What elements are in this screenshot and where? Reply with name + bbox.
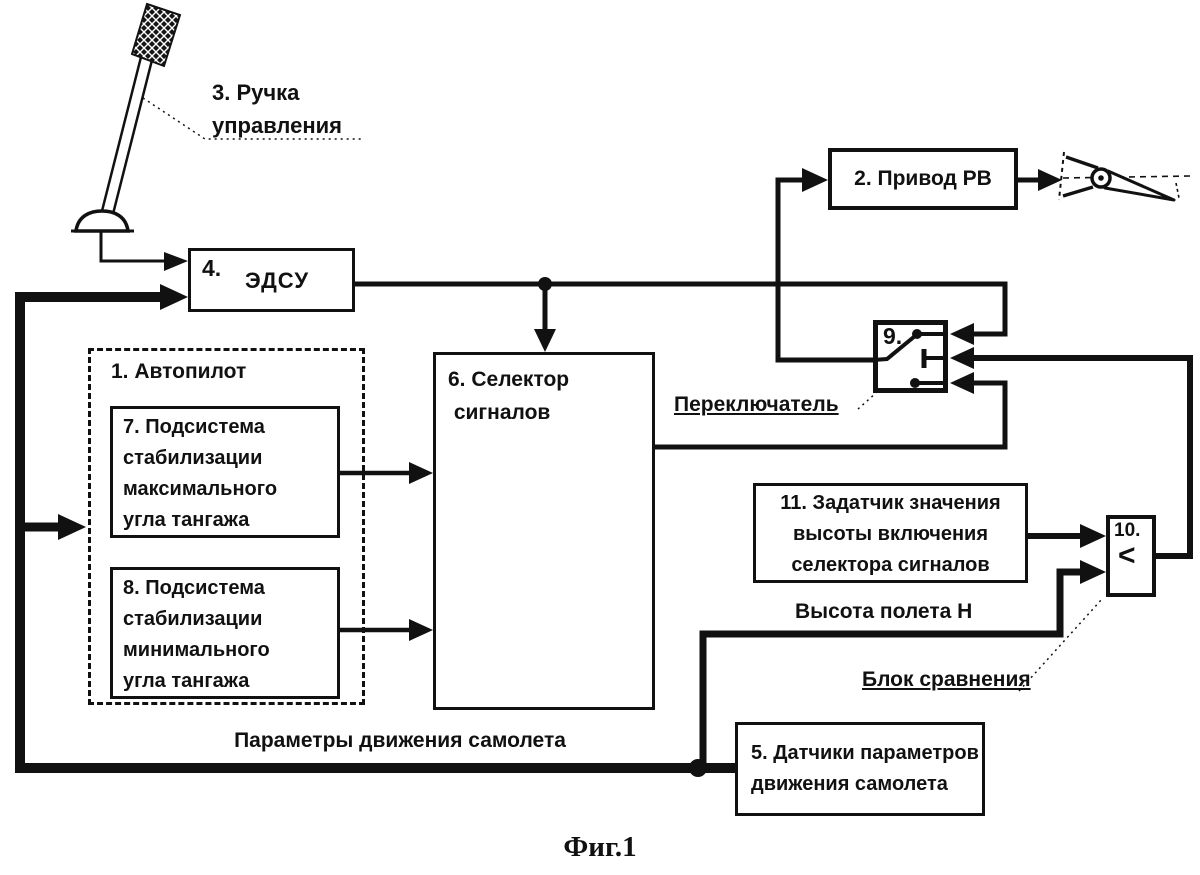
block-elevator-actuator: 2. Привод РВ (828, 148, 1018, 210)
block-altitude-setter: 11. Задатчик значения высоты включения с… (753, 483, 1028, 583)
control-stick-label: 3. Ручка управления (212, 80, 343, 138)
motion-parameters-annotation: Параметры движения самолета (234, 729, 566, 752)
block-elevator-actuator-label: 2. Привод РВ (854, 167, 992, 190)
control-stick-icon (71, 2, 182, 233)
block-motion-sensors: 5. Датчики параметров движения самолета (735, 722, 985, 816)
block-edsu-number: 4. (202, 255, 222, 281)
flight-altitude-annotation: Высота полета Н (795, 600, 973, 623)
block-subsystem-min-pitch-label: 8. Подсистема стабилизации минимального … (123, 577, 270, 692)
less-than-symbol: < (1118, 539, 1136, 572)
block-comparator-number: 10. (1114, 520, 1141, 541)
block-autopilot-label: 1. Автопилот (111, 360, 247, 383)
junction-dot (689, 759, 707, 777)
block-motion-sensors-label: 5. Датчики параметров движения самолета (751, 742, 979, 795)
block-signal-selector: 6. Селектор сигналов (433, 352, 655, 710)
stick-arrowhead (164, 252, 188, 271)
elevator-icon (1058, 151, 1191, 202)
block-subsystem-max-pitch: 7. Подсистема стабилизации максимального… (110, 406, 340, 538)
block-edsu-title: ЭДСУ (245, 268, 310, 293)
sensor-bus-wires (15, 292, 1082, 773)
block-altitude-setter-label: 11. Задатчик значения высоты включения с… (780, 492, 1001, 576)
block-switch-label: 9. (883, 323, 903, 349)
leader-lines (142, 97, 1103, 692)
comparator-annotation: Блок сравнения (862, 668, 1031, 691)
switch-contact-dot (912, 329, 922, 339)
figure-caption: Фиг.1 (563, 831, 637, 863)
block-comparator: 10. < (1106, 515, 1156, 597)
block-subsystem-min-pitch: 8. Подсистема стабилизации минимального … (110, 567, 340, 699)
block-edsu: 4. ЭДСУ (188, 248, 355, 312)
switch-annotation: Переключатель (674, 393, 839, 416)
block-switch: 9. (873, 320, 948, 393)
switch-contact-dot (910, 378, 920, 388)
block-subsystem-max-pitch-label: 7. Подсистема стабилизации максимального… (123, 416, 278, 531)
sensor-bus-arrowheads (58, 284, 1106, 777)
signal-wires (340, 177, 1193, 633)
block-autopilot: 1. Автопилот (88, 348, 365, 705)
stick-wire (99, 231, 166, 263)
signal-arrowheads (409, 168, 1106, 641)
block-signal-selector-label: 6. Селектор сигналов (448, 368, 570, 424)
junction-dot (538, 277, 552, 291)
